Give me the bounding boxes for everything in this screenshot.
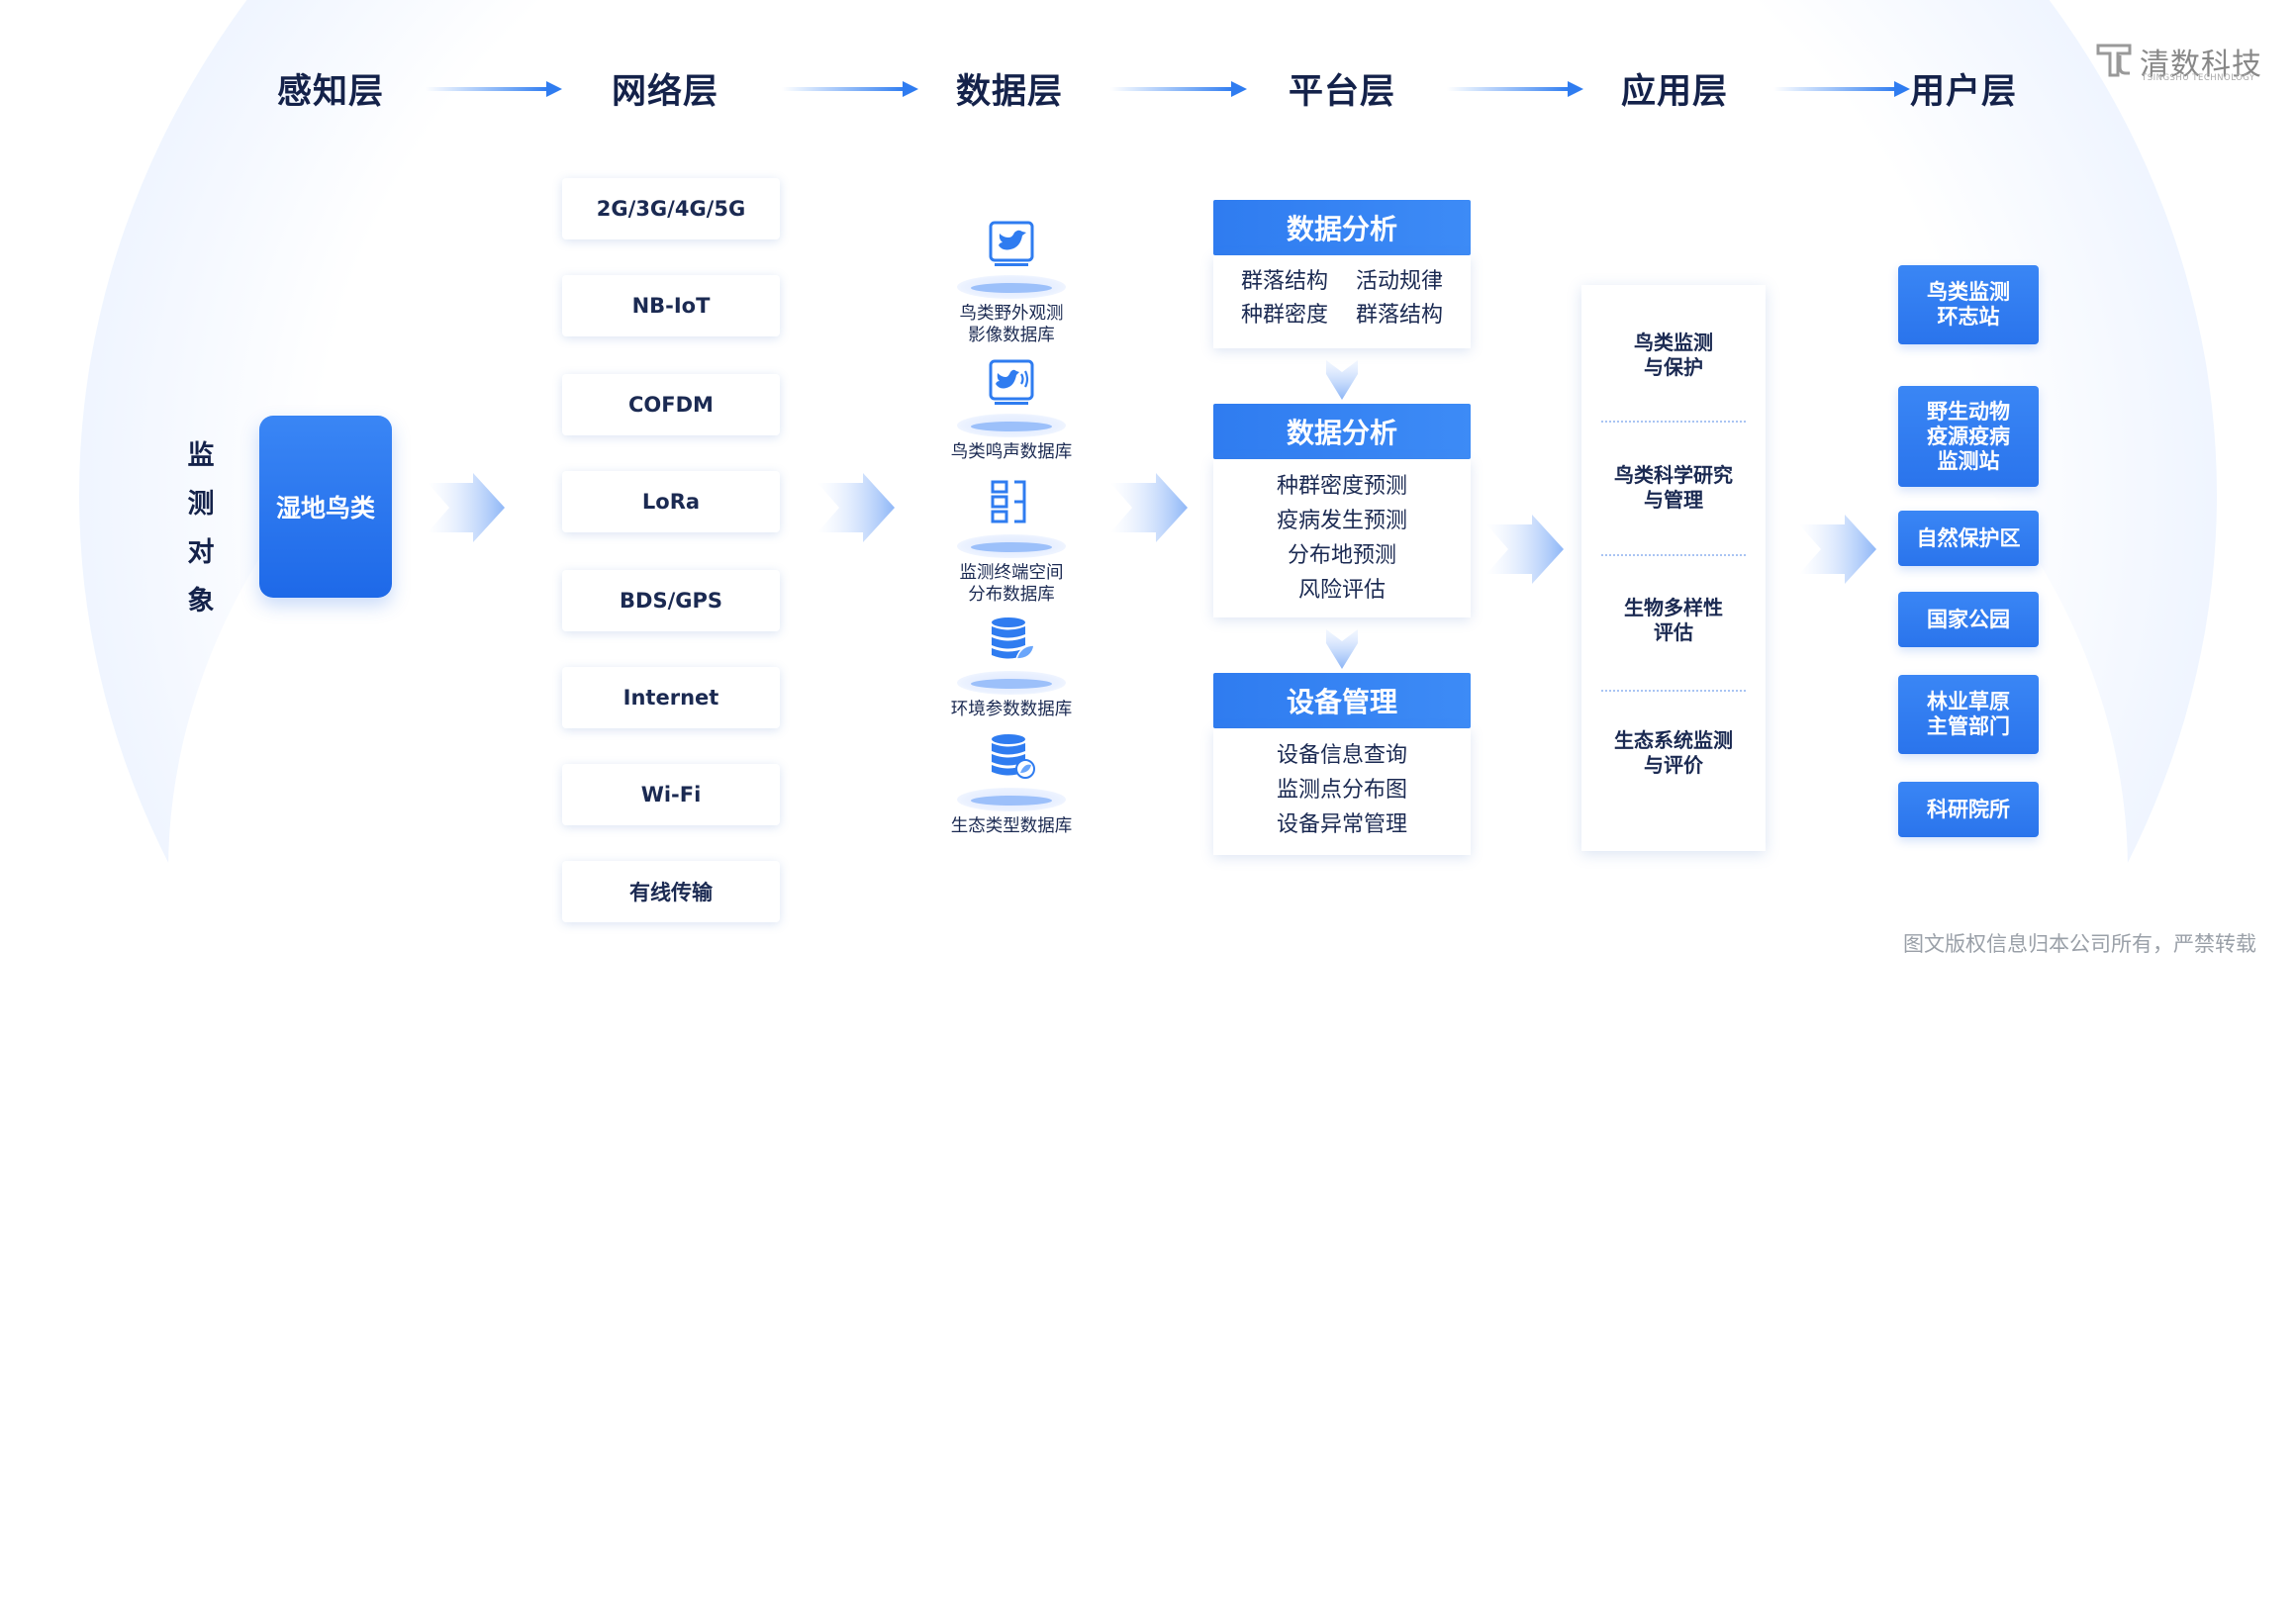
platform-item: 活动规律 <box>1355 269 1443 294</box>
user-item: 野生动物疫源疫病监测站 <box>1898 386 2039 487</box>
flow-arrow-1 <box>428 473 505 542</box>
platform-item: 群落结构 <box>1240 269 1328 294</box>
platform-item: 群落结构 <box>1355 303 1443 328</box>
database-item-ecology: 生态类型数据库 <box>938 732 1085 837</box>
database-label: 分布数据库 <box>968 585 1055 605</box>
platform-down-arrow-1 <box>1326 360 1358 400</box>
database-item-spatial: 监测终端空间 分布数据库 <box>938 479 1085 606</box>
platform-block2-body: 种群密度预测 疫病发生预测 分布地预测 风险评估 <box>1213 459 1471 617</box>
network-item: 2G/3G/4G/5G <box>562 178 780 239</box>
flow-arrow-4 <box>1486 515 1564 584</box>
application-item: 生物多样性评估 <box>1624 596 1723 644</box>
database-label: 影像数据库 <box>968 326 1055 345</box>
application-item: 鸟类监测与保护 <box>1634 331 1713 379</box>
label-char: 对 <box>187 537 215 568</box>
database-label: 监测终端空间 <box>959 563 1064 583</box>
header-arrow-3 <box>1110 81 1247 97</box>
user-item: 科研院所 <box>1898 782 2039 837</box>
user-item: 林业草原主管部门 <box>1898 675 2039 754</box>
database-item-bird-sound: 鸟类鸣声数据库 <box>938 358 1085 463</box>
layer-title-sensing: 感知层 <box>276 72 384 112</box>
logo-name: 清数科技 <box>2140 47 2262 82</box>
database-item-bird-images: 鸟类野外观测 影像数据库 <box>938 220 1085 346</box>
bird-sound-icon <box>989 359 1034 405</box>
monitoring-object-box: 湿地鸟类 <box>259 416 392 598</box>
user-item: 自然保护区 <box>1898 511 2039 566</box>
copyright-notice: 图文版权信息归本公司所有，严禁转载 <box>1903 932 2256 956</box>
flow-arrow-2 <box>817 473 895 542</box>
header-arrow-1 <box>426 81 562 97</box>
network-item: BDS/GPS <box>562 570 780 631</box>
bird-camera-icon <box>989 221 1034 266</box>
header-arrow-4 <box>1447 81 1583 97</box>
platform-block3-body: 设备信息查询 监测点分布图 设备异常管理 <box>1213 728 1471 855</box>
application-item: 鸟类科学研究与管理 <box>1614 463 1733 512</box>
background-oval <box>79 0 2217 1415</box>
company-logo: 清数科技 TSINGSHU TECHNOLOGY <box>2096 38 2269 87</box>
flow-arrow-5 <box>1799 515 1876 584</box>
layer-title-user: 用户层 <box>1909 72 2017 112</box>
platform-block3-title: 设备管理 <box>1213 673 1471 728</box>
user-item: 鸟类监测环志站 <box>1898 265 2039 344</box>
user-item: 国家公园 <box>1898 592 2039 647</box>
logo-subtitle: TSINGSHU TECHNOLOGY <box>2142 73 2255 83</box>
application-divider <box>1601 554 1746 556</box>
platform-block1-title: 数据分析 <box>1213 200 1471 255</box>
layer-title-application: 应用层 <box>1620 72 1728 112</box>
platform-item: 监测点分布图 <box>1276 778 1407 803</box>
platform-item: 风险评估 <box>1297 578 1386 603</box>
layer-title-platform: 平台层 <box>1288 72 1395 112</box>
platform-block1-body: 群落结构 活动规律 种群密度 群落结构 <box>1213 255 1471 348</box>
application-divider <box>1601 421 1746 423</box>
background-inner-oval <box>168 129 2128 1613</box>
layer-title-data: 数据层 <box>955 72 1063 112</box>
monitoring-object-label: 监 测 对 象 <box>184 431 218 625</box>
application-divider <box>1601 690 1746 692</box>
header-arrow-2 <box>782 81 918 97</box>
network-item: COFDM <box>562 374 780 435</box>
network-item: 有线传输 <box>562 861 780 922</box>
platform-item: 设备异常管理 <box>1276 812 1407 837</box>
database-item-environment: 环境参数数据库 <box>938 616 1085 720</box>
platform-down-arrow-2 <box>1326 629 1358 669</box>
environment-database-icon <box>992 617 1035 660</box>
network-item: NB-IoT <box>562 275 780 336</box>
platform-item: 种群密度 <box>1240 303 1328 328</box>
label-char: 监 <box>187 440 215 471</box>
database-label: 鸟类鸣声数据库 <box>950 442 1073 462</box>
database-label: 环境参数数据库 <box>950 700 1073 719</box>
database-label: 鸟类野外观测 <box>959 304 1064 324</box>
layer-title-network: 网络层 <box>611 72 718 112</box>
platform-item: 疫病发生预测 <box>1276 509 1407 533</box>
platform-item: 设备信息查询 <box>1276 743 1407 768</box>
network-item: LoRa <box>562 471 780 532</box>
database-label: 生态类型数据库 <box>950 816 1073 836</box>
platform-item: 种群密度预测 <box>1276 474 1407 499</box>
spatial-grid-icon <box>991 480 1026 523</box>
network-item: Wi-Fi <box>562 764 780 825</box>
network-item: Internet <box>562 667 780 728</box>
header-arrow-5 <box>1773 81 1910 97</box>
logo-mark-icon <box>2096 44 2132 77</box>
flow-arrow-3 <box>1110 473 1188 542</box>
application-item: 生态系统监测与评价 <box>1614 728 1733 777</box>
platform-block2-title: 数据分析 <box>1213 404 1471 459</box>
application-panel: 鸟类监测与保护 鸟类科学研究与管理 生物多样性评估 生态系统监测与评价 <box>1581 285 1766 851</box>
label-char: 测 <box>187 489 215 520</box>
ecology-database-icon <box>992 734 1035 779</box>
label-char: 象 <box>187 586 215 617</box>
platform-item: 分布地预测 <box>1287 543 1396 568</box>
